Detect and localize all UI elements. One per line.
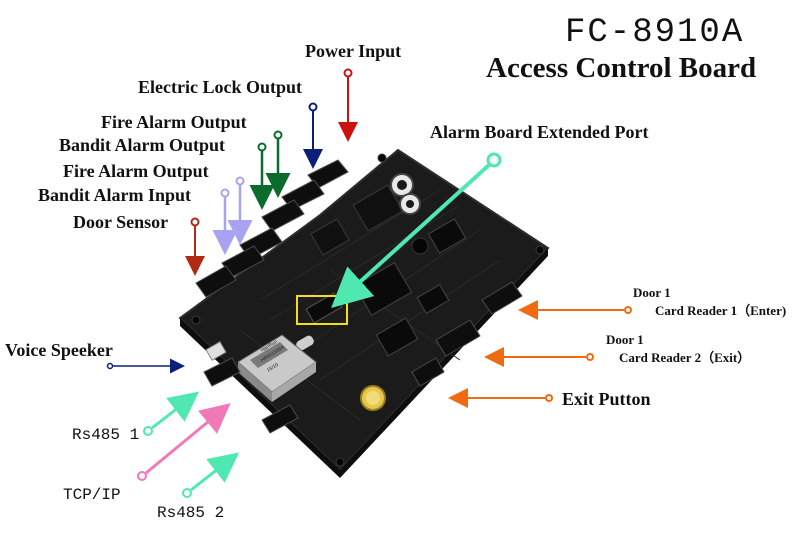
label-bandit-alarm-output: Bandit Alarm Output: [59, 135, 226, 155]
buzzer: [411, 237, 429, 255]
ic-chip: [427, 218, 467, 254]
label-alarm-board-port: Alarm Board Extended Port: [430, 122, 649, 142]
mounting-holes: [191, 153, 545, 467]
callout-card-reader-1: [518, 300, 632, 320]
model-number: FC-8910A: [565, 14, 745, 52]
label-exit-button: Exit Putton: [562, 389, 651, 409]
coin-battery: [366, 391, 380, 405]
board-title: Access Control Board: [486, 52, 757, 84]
callout-bandit-alarm-output: [249, 142, 275, 210]
label-rs485-1: Rs485 1: [72, 426, 140, 444]
label-door1-b: Door 1: [606, 332, 644, 347]
label-tcp-ip: TCP/IP: [63, 486, 121, 504]
terminal-blocks-left: [195, 159, 349, 434]
ic-chip-3: [416, 284, 450, 314]
capacitor: [406, 200, 414, 208]
callout-bandit-alarm-input: [212, 188, 238, 255]
rj45-code-text: 15/10: [266, 362, 280, 374]
callout-card-reader-2: [484, 347, 594, 367]
label-power-input: Power Input: [305, 41, 402, 61]
label-door-sensor: Door Sensor: [73, 212, 169, 232]
callout-exit-button: [448, 388, 553, 408]
callout-power-input: [338, 68, 358, 142]
capacitor: [397, 180, 407, 190]
access-control-board: HanRun HR911105A 15/10: [178, 148, 550, 478]
label-voice-speaker: Voice Speeker: [5, 340, 113, 360]
callout-fire-alarm-output-2: [227, 176, 253, 245]
crystal: [296, 335, 314, 351]
callout-voice-speaker: [106, 358, 185, 374]
relay-2: [310, 218, 350, 256]
alarm-port-highlight: [296, 295, 348, 325]
label-door1-a: Door 1: [633, 285, 671, 300]
relay: [352, 184, 404, 232]
label-electric-lock-output: Electric Lock Output: [138, 77, 302, 97]
callout-tcp-ip: [137, 403, 231, 481]
rj45-jack: HanRun HR911105A 15/10: [237, 334, 317, 402]
callout-alarm-board-port: [331, 152, 502, 309]
terminal-blocks-right: [411, 281, 523, 387]
callout-door-sensor: [185, 217, 205, 276]
label-bandit-alarm-input: Bandit Alarm Input: [38, 185, 192, 205]
label-card-reader-1: Card Reader 1（Enter): [655, 303, 787, 318]
label-card-reader-2: Card Reader 2（Exit）: [619, 350, 751, 365]
label-fire-alarm-output-2: Fire Alarm Output: [63, 161, 209, 181]
speaker-connector: [205, 341, 227, 361]
ic-chip-2: [375, 317, 419, 357]
callout-electric-lock: [303, 102, 323, 169]
callout-rs485-2: [182, 452, 240, 498]
label-fire-alarm-output-1: Fire Alarm Output: [101, 112, 247, 132]
callout-fire-alarm-output-1: [265, 130, 291, 198]
label-rs485-2: Rs485 2: [157, 504, 225, 522]
callout-rs485-1: [143, 391, 200, 436]
